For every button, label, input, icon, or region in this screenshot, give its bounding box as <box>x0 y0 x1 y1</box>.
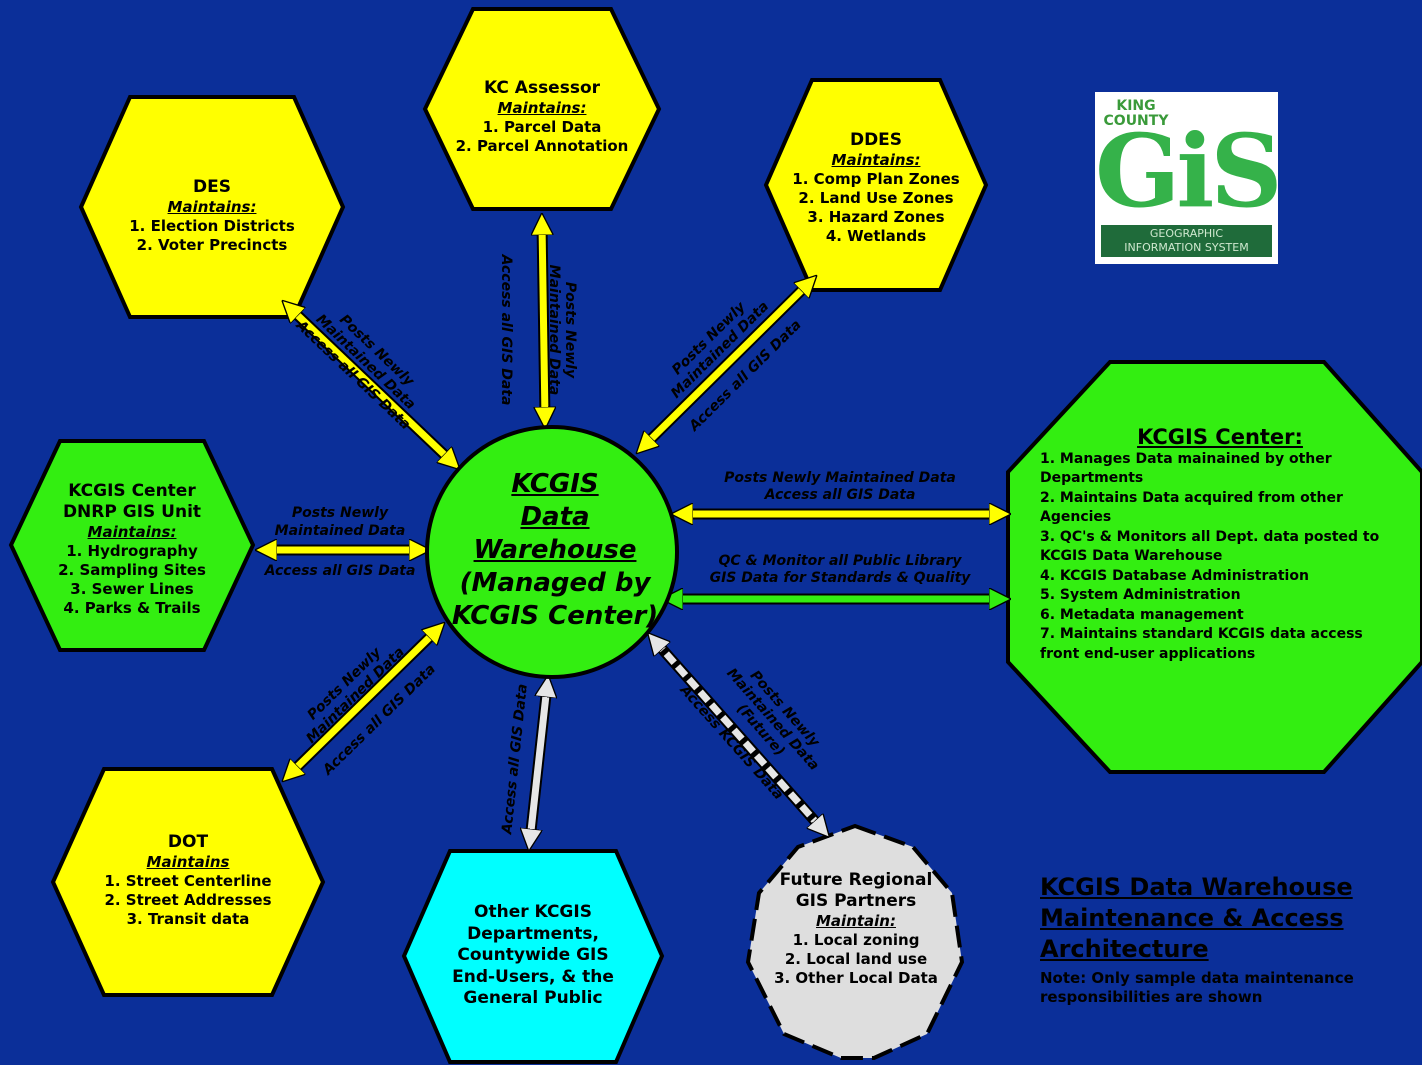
node-item: 1. Street Centerline <box>104 872 272 890</box>
center-line: Data <box>520 502 590 532</box>
center-line: (Managed by <box>459 568 651 598</box>
kcgis-center-title: KCGIS Center: <box>1137 425 1303 449</box>
center-line: KCGIS Center) <box>451 601 659 631</box>
node-line: Departments, <box>467 923 599 944</box>
kcgis-center-item: 2. Maintains Data acquired from other Ag… <box>1040 489 1343 526</box>
node-future-shape <box>745 823 965 1060</box>
node-dot-shape <box>50 767 326 997</box>
node-title: DOT <box>167 832 209 852</box>
center-line: Warehouse <box>473 535 637 565</box>
edge-label-assessor-posts: Posts Newly <box>562 282 578 379</box>
node-subtitle: Maintains: <box>497 99 587 117</box>
node-item: 3. Sewer Lines <box>70 580 194 598</box>
node-item: 2. Land Use Zones <box>798 189 954 207</box>
node-dnrp: KCGIS Center DNRP GIS Unit Maintains: 1.… <box>22 481 242 618</box>
node-title: KCGIS Center <box>68 481 196 501</box>
node-line: General Public <box>463 988 603 1008</box>
node-item: 2. Parcel Annotation <box>455 137 629 155</box>
edge-label-ddes-maintained: Maintained Data <box>668 298 772 401</box>
edge-label-qc-line1: QC & Monitor all Public Library <box>718 553 962 569</box>
kcgis-center-item: 6. Metadata management <box>1040 606 1244 623</box>
edge-label-assessor-maintained: Maintained Data <box>546 265 562 396</box>
node-line: Countywide GIS <box>457 945 609 965</box>
node-item: 3. Transit data <box>126 910 250 928</box>
node-item: 3. Hazard Zones <box>807 208 945 226</box>
node-item: 4. Parks & Trails <box>63 599 201 617</box>
edge-label-dnrp-maintained: Maintained Data <box>274 523 406 539</box>
diagram-title: KCGIS Data Warehouse Maintenance & Acces… <box>1040 873 1353 963</box>
edge-label-center-posts: Posts Newly Maintained Data <box>724 470 956 486</box>
node-title-2: DNRP GIS Unit <box>62 502 202 522</box>
arrows <box>266 224 1000 840</box>
node-dot: DOT Maintains 1. Street Centerline 2. St… <box>78 832 298 929</box>
kcgis-center-item: 5. System Administration <box>1040 587 1241 603</box>
kcgis-center-panel: KCGIS Center: 1. Manages Data mainained … <box>1040 425 1400 664</box>
kcgis-center-item: 7. Maintains standard KCGIS data access … <box>1040 626 1363 662</box>
node-title: DDES <box>849 130 903 150</box>
node-subtitle: Maintains: <box>87 523 177 541</box>
kcgis-center-item: 3. QC's & Monitors all Dept. data posted… <box>1040 528 1380 565</box>
node-kc-assessor: KC Assessor Maintains: 1. Parcel Data 2.… <box>432 78 652 156</box>
diagram-title-block: KCGIS Data Warehouse Maintenance & Acces… <box>1040 872 1400 1007</box>
node-future: Future Regional GIS Partners Maintain: 1… <box>756 870 956 988</box>
edge-label-qc-line2: GIS Data for Standards & Quality <box>709 570 971 586</box>
node-des: DES Maintains: 1. Election Districts 2. … <box>92 177 332 255</box>
node-title: Future Regional <box>779 870 933 890</box>
node-item: 1. Local zoning <box>792 931 920 949</box>
edge-label-center-access: Access all GIS Data <box>764 487 916 503</box>
center-line: KCGIS <box>511 469 599 499</box>
node-item: 2. Sampling Sites <box>58 561 206 579</box>
logo-gis-mark: GiS <box>1095 112 1283 230</box>
edge-label-dnrp-posts: Posts Newly <box>291 505 389 521</box>
data-warehouse-label: KCGIS Data Warehouse (Managed by KCGIS C… <box>430 468 680 633</box>
edge-label-other-access: Access all GIS Data <box>499 683 531 836</box>
node-kcgis-center-shape <box>1006 360 1422 774</box>
node-subtitle: Maintains: <box>167 198 257 216</box>
node-other: Other KCGIS Departments, Countywide GIS … <box>420 902 646 1010</box>
node-item: 2. Street Addresses <box>104 891 272 909</box>
node-title-2: GIS Partners <box>795 891 917 911</box>
node-title: KC Assessor <box>483 78 601 98</box>
node-subtitle: Maintain: <box>816 912 896 930</box>
kcgis-center-item: 1. Manages Data mainained by other Depar… <box>1040 450 1332 487</box>
node-subtitle: Maintains <box>146 853 230 871</box>
node-item: 1. Hydrography <box>66 542 198 560</box>
kcgis-center-item: 4. KCGIS Database Administration <box>1040 567 1309 584</box>
node-ddes: DDES Maintains: 1. Comp Plan Zones 2. La… <box>776 130 976 246</box>
node-item: 4. Wetlands <box>825 227 927 245</box>
node-title: DES <box>193 177 231 197</box>
node-kc-assessor-shape <box>422 7 662 211</box>
node-item: 1. Parcel Data <box>482 118 602 136</box>
node-subtitle: Maintains: <box>831 151 921 169</box>
node-dnrp-shape <box>8 439 256 652</box>
data-warehouse-circle <box>425 425 679 679</box>
node-line: End-Users, & the <box>452 966 614 987</box>
edge-label-assessor-access: Access all GIS Data <box>498 254 514 406</box>
diagram-note: Note: Only sample data maintenance respo… <box>1040 969 1354 1006</box>
node-ddes-shape <box>763 78 989 292</box>
node-item: 1. Election Districts <box>129 217 295 235</box>
node-item: 1. Comp Plan Zones <box>792 170 960 188</box>
node-line: Other KCGIS <box>474 902 592 922</box>
node-item: 2. Local land use <box>784 950 928 968</box>
node-item: 3. Other Local Data <box>774 969 938 987</box>
edge-label-dnrp-access: Access all GIS Data <box>264 563 416 579</box>
node-other-shape <box>401 849 665 1064</box>
node-item: 2. Voter Precincts <box>136 236 288 254</box>
